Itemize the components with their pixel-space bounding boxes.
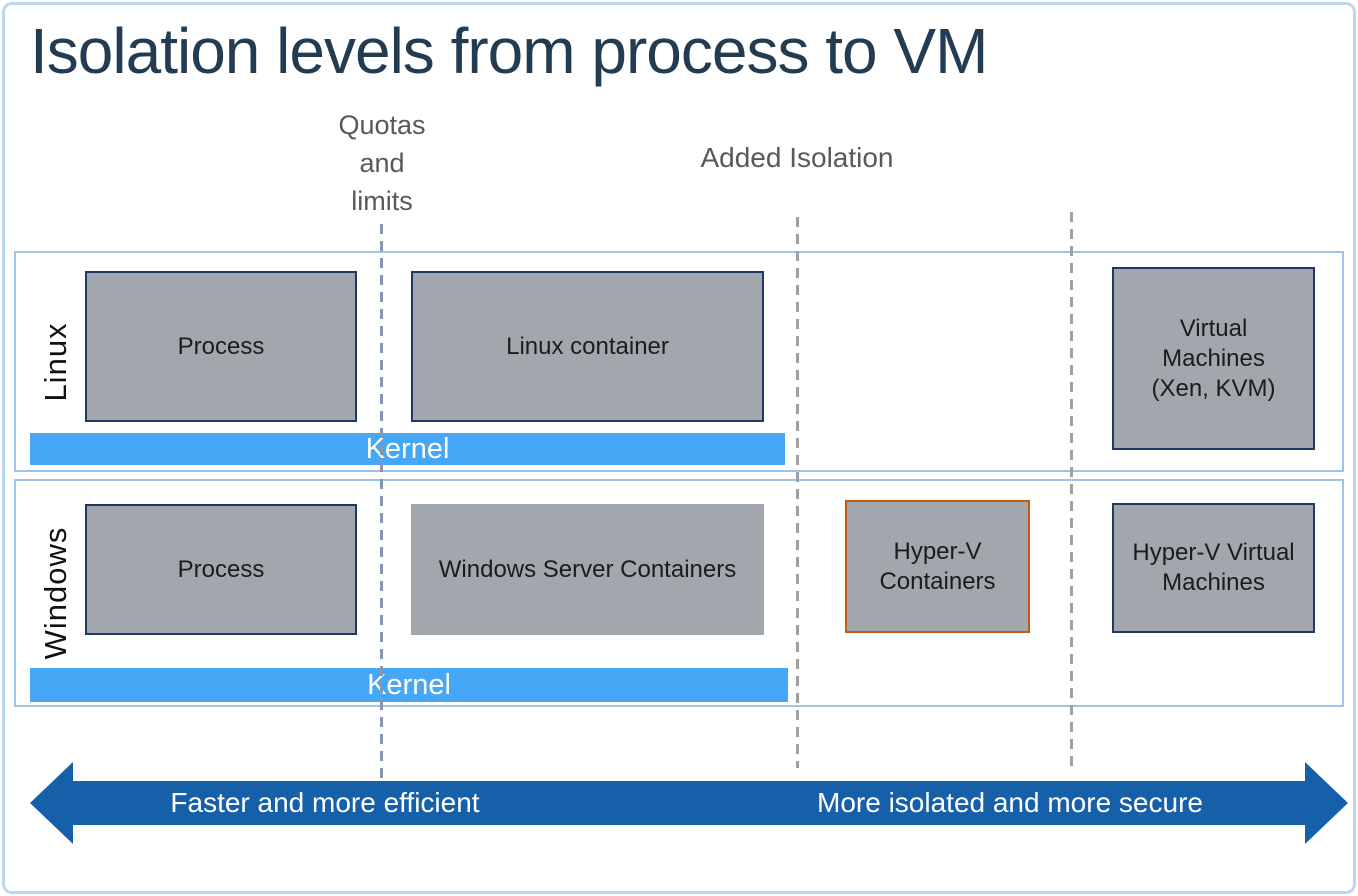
linux-container-label: Linux container — [506, 332, 669, 360]
windows-row: Windows Process Windows Server Container… — [14, 479, 1344, 707]
windows-process-box: Process — [85, 504, 357, 635]
linux-container-box: Linux container — [411, 271, 764, 422]
quotas-line-1: Quotas — [338, 110, 426, 140]
spectrum-double-arrow — [30, 762, 1348, 844]
hyperv-virtual-machines-box: Hyper-V Virtual Machines — [1112, 503, 1315, 633]
more-isolated-secure-label: More isolated and more secure — [817, 787, 1203, 818]
linux-virtual-machines-box: Virtual Machines (Xen, KVM) — [1112, 267, 1315, 450]
added-isolation-label: Added Isolation — [700, 142, 894, 173]
windows-server-containers-box: Windows Server Containers — [411, 504, 764, 635]
hyperv-containers-label: Hyper-V Containers — [879, 537, 996, 595]
slide-title: Isolation levels from process to VM — [30, 15, 988, 87]
quotas-and-limits-label: Quotas and limits — [302, 106, 462, 220]
linux-kernel-label: Kernel — [365, 432, 450, 465]
quotas-line-2: and — [359, 148, 405, 178]
quotas-line-3: limits — [351, 186, 413, 216]
windows-row-label: Windows — [38, 526, 73, 660]
linux-row: Linux Process Linux container Virtual Ma… — [14, 251, 1344, 472]
hyperv-containers-box: Hyper-V Containers — [845, 500, 1030, 633]
linux-process-label: Process — [177, 332, 265, 360]
isolation-divider-dashed-line-left — [796, 217, 799, 768]
windows-kernel-bar: Kernel — [30, 668, 788, 702]
linux-kernel-bar: Kernel — [30, 433, 785, 465]
linux-row-label: Linux — [38, 321, 73, 402]
windows-server-containers-label: Windows Server Containers — [438, 555, 737, 583]
quotas-divider-dashed-line — [380, 224, 383, 780]
hyperv-virtual-machines-label: Hyper-V Virtual Machines — [1132, 539, 1295, 596]
linux-process-box: Process — [85, 271, 357, 422]
linux-virtual-machines-label: Virtual Machines (Xen, KVM) — [1151, 314, 1276, 402]
isolation-divider-dashed-line-right — [1070, 212, 1073, 768]
faster-more-efficient-label: Faster and more efficient — [170, 787, 480, 818]
windows-process-label: Process — [177, 555, 265, 583]
